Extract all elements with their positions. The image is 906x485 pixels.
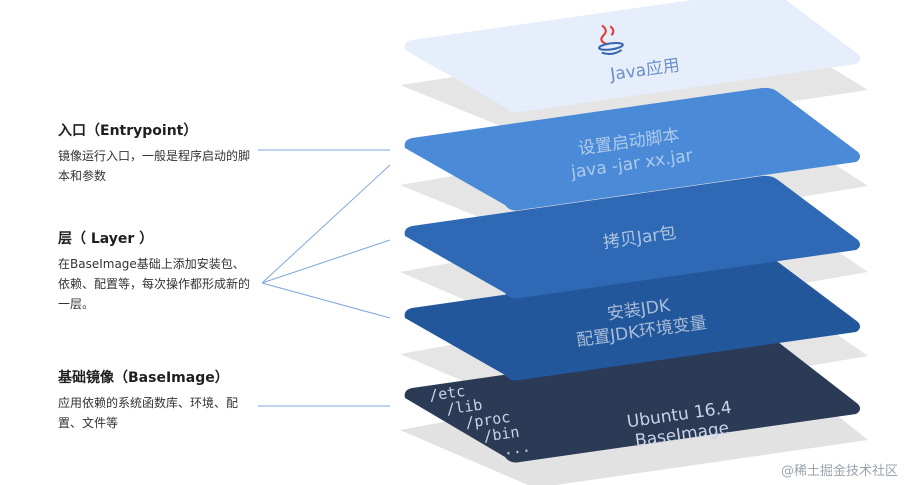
entrypoint-label: 入口（Entrypoint） 镜像运行入口，一般是程序启动的脚本和参数: [58, 122, 254, 186]
copy-jar-layer-card: 拷贝Jar包: [404, 175, 861, 299]
watermark: @稀土掘金技术社区: [780, 464, 898, 479]
connector-layer-3: [261, 282, 391, 319]
entrypoint-title: 入口（Entrypoint）: [58, 123, 198, 139]
entrypoint-layer-card: 设置启动脚本 java -jar xx.jar: [404, 87, 861, 211]
jdk-layer-card: 安装JDK 配置JDK环境变量: [404, 257, 861, 381]
connector-layer-1: [261, 164, 391, 284]
path-etc: /etc: [428, 382, 466, 405]
base-card-shape: [404, 337, 861, 463]
entry-card-shape: [404, 87, 861, 211]
baseimage-title: 基础镜像（BaseImage）: [58, 370, 229, 386]
connector-layer-2: [261, 239, 391, 284]
baseimage-desc: 应用依赖的系统函数库、环境、配置、文件等: [58, 396, 239, 430]
entrypoint-desc: 镜像运行入口，一般是程序启动的脚本和参数: [58, 149, 251, 183]
connector-lines: [258, 149, 391, 407]
java-app-card: Java应用: [404, 0, 861, 113]
path-bin: /bin: [482, 423, 520, 446]
layer-label: 层（ Layer ） 在BaseImage基础上添加安装包、依赖、配置等，每次操…: [58, 230, 254, 314]
java-icon: [598, 24, 624, 56]
path-ellipsis: ...: [502, 437, 531, 459]
layer-title: 层（ Layer ）: [58, 231, 154, 247]
copy-card-shape: [404, 175, 861, 299]
base-image-card: /etc /lib /proc /bin ... Ubuntu 16.4 Bas…: [404, 337, 861, 463]
layer-desc: 在BaseImage基础上添加安装包、依赖、配置等，每次操作都形成新的一层。: [58, 257, 251, 311]
baseimage-label: 基础镜像（BaseImage） 应用依赖的系统函数库、环境、配置、文件等: [58, 369, 254, 433]
path-lib: /lib: [445, 396, 483, 419]
jdk-card-shape: [404, 257, 861, 381]
app-card-shape: [404, 0, 861, 113]
